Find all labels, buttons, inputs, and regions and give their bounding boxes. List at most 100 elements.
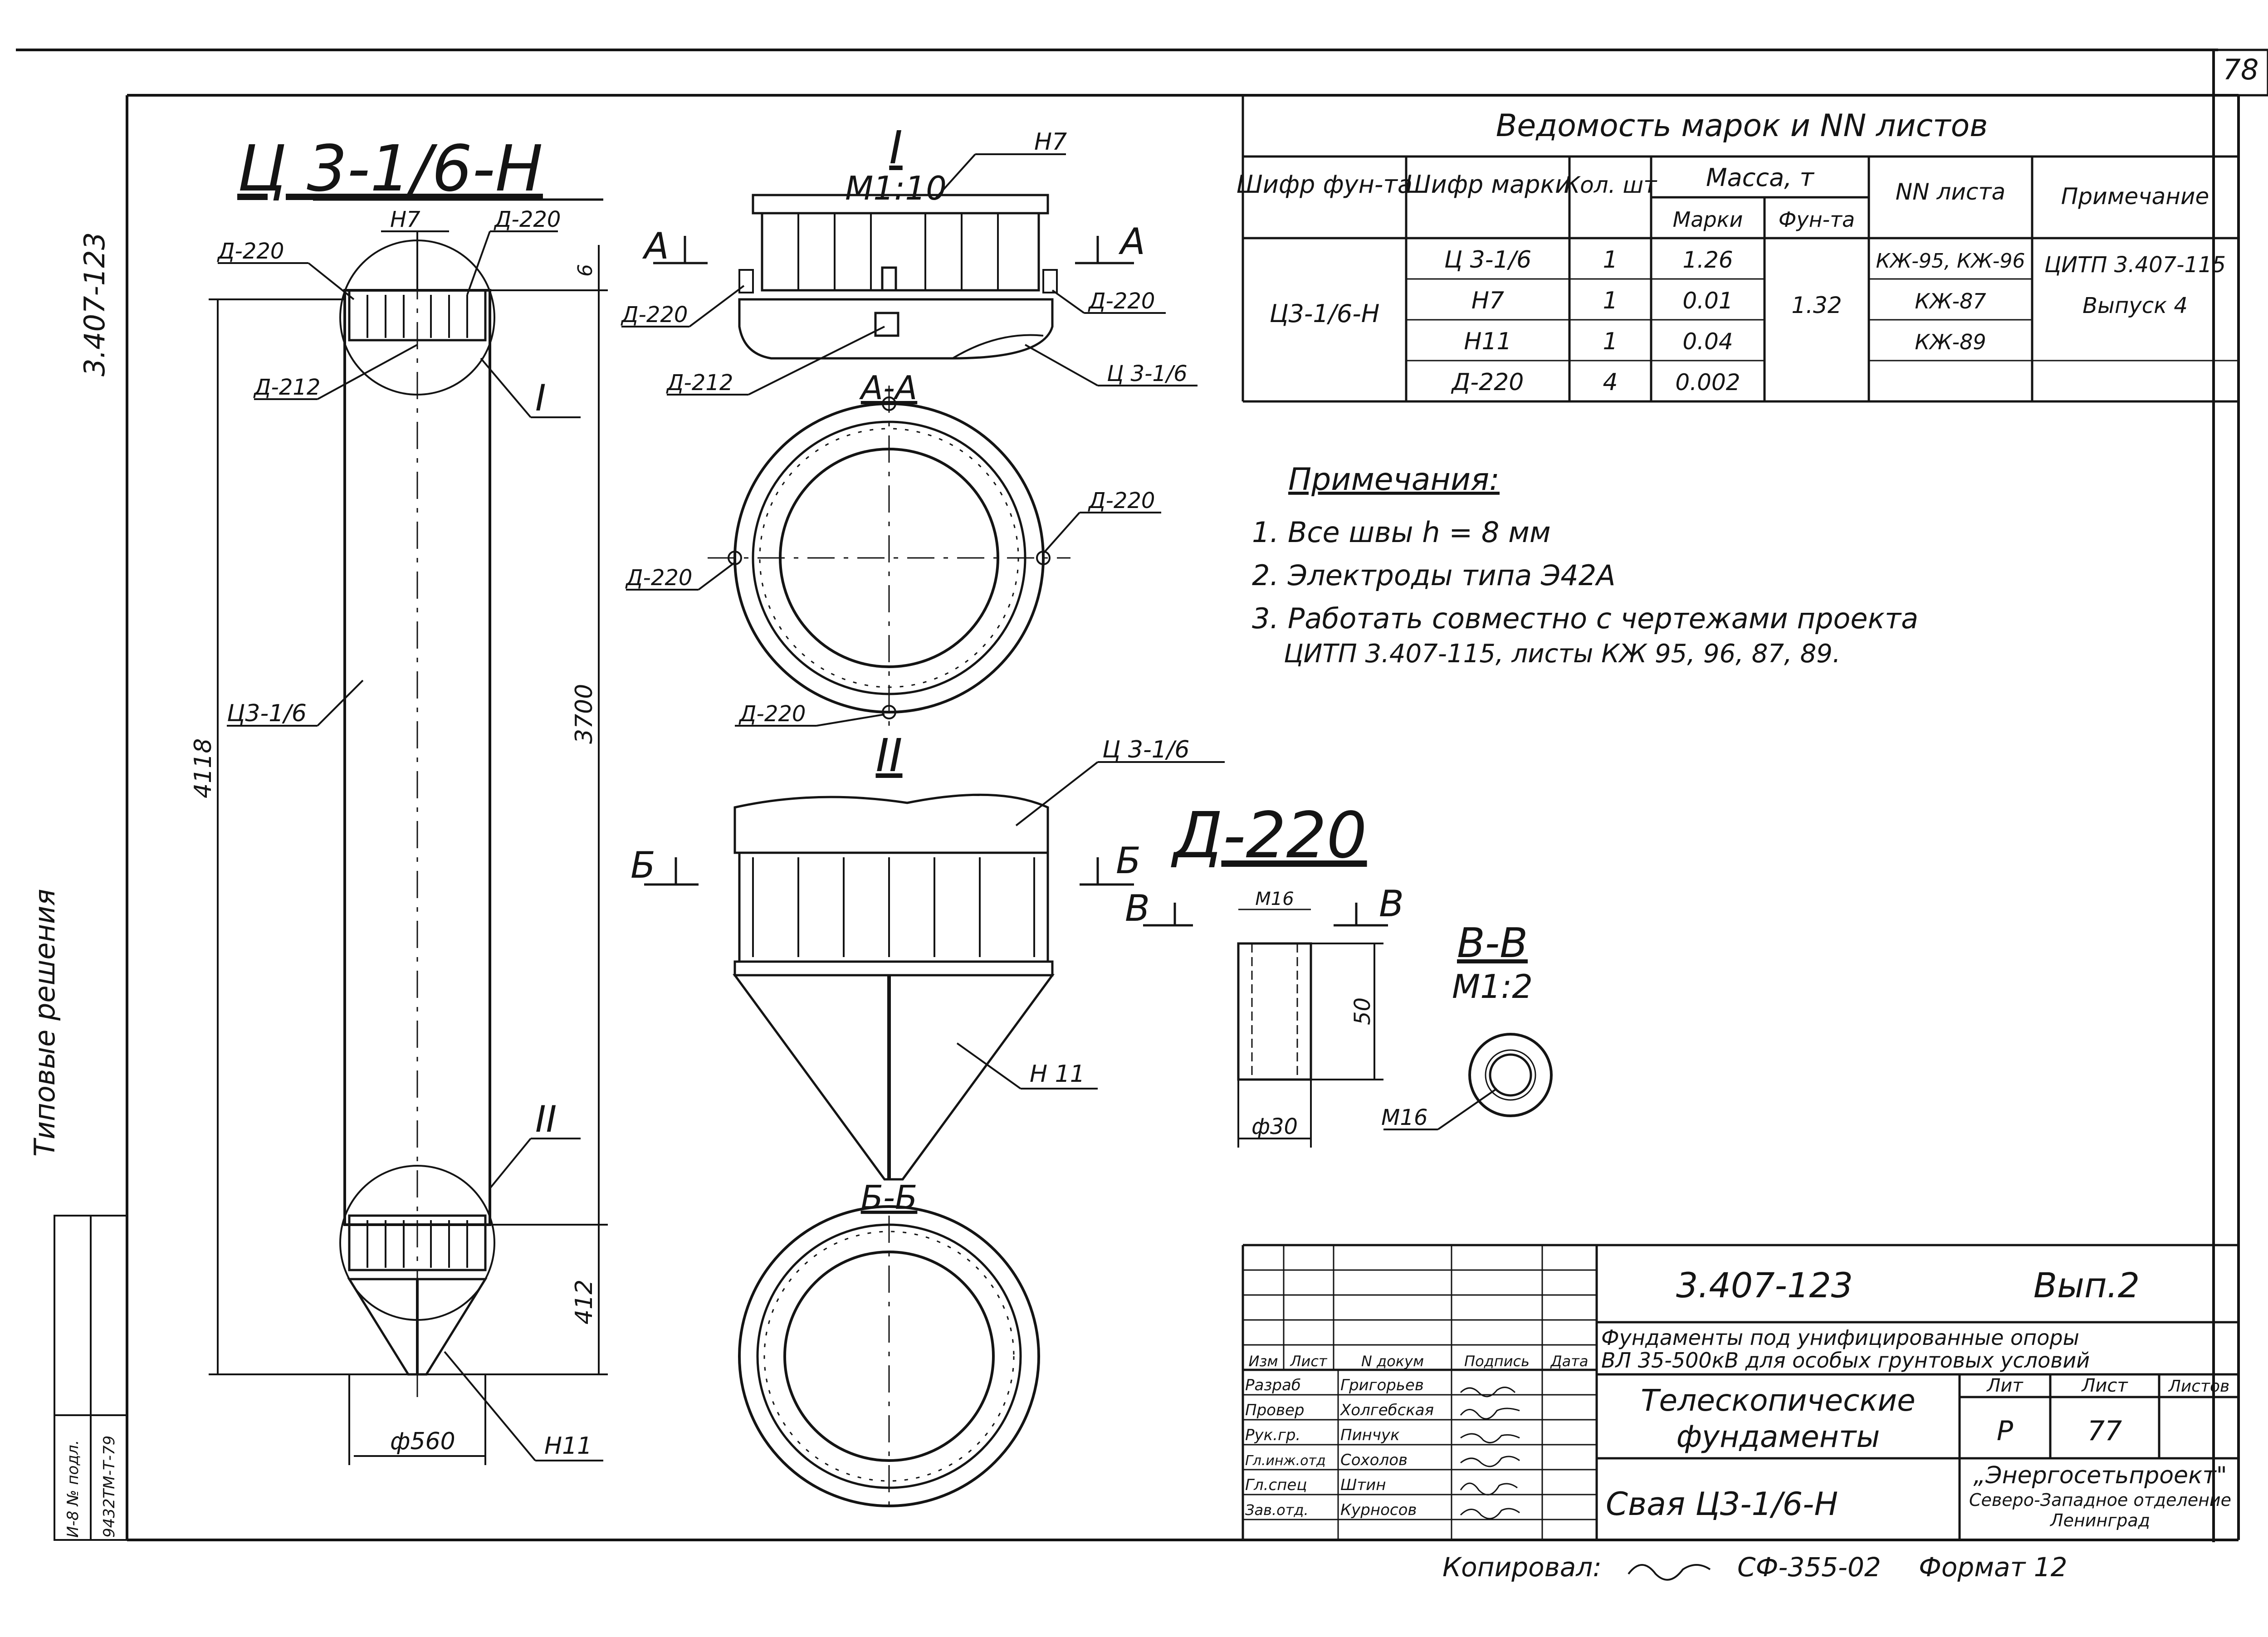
tb-sheet-value: 77 bbox=[2087, 1415, 2122, 1447]
detail-2-h11: Н 11 bbox=[1030, 1060, 1085, 1088]
detail-2-c3: Ц 3-1/6 bbox=[1102, 736, 1189, 763]
detail-2-cut-b-left: Б bbox=[631, 844, 655, 886]
stamp-line-1: И-8 № подл. bbox=[64, 1440, 82, 1538]
pile-node-2: II bbox=[535, 1098, 557, 1140]
d220-detail: Д-220 В В М16 50 ф30 bbox=[1125, 799, 1404, 1148]
schedule-note-line-2: Выпуск 4 bbox=[2082, 293, 2188, 318]
schedule-row-1-mass: 1.26 bbox=[1682, 247, 1733, 273]
detail-1-c3: Ц 3-1/6 bbox=[1107, 361, 1188, 386]
pile-label-d220-right: Д-220 bbox=[494, 207, 561, 232]
d220-m16-top: М16 bbox=[1255, 889, 1294, 909]
schedule-hdr-mass-fund: Фун-та bbox=[1779, 207, 1855, 232]
schedule-hdr-shifr-mark: Шифр марки bbox=[1405, 170, 1571, 199]
album-title-vertical: Типовые решения bbox=[28, 889, 61, 1157]
notes-item-2: 2. Электроды типа Э42А bbox=[1252, 559, 1616, 592]
tb-col-date: Дата bbox=[1550, 1353, 1589, 1370]
tb-issue: Вып.2 bbox=[2033, 1265, 2140, 1305]
tb-org-1: „Энергосетьпроект" bbox=[1973, 1462, 2227, 1489]
schedule-row-3-qty: 1 bbox=[1603, 328, 1618, 355]
schedule-row-1-sheet: КЖ-95, КЖ-96 bbox=[1876, 249, 2025, 273]
schedule-hdr-shifr-fund: Шифр фун-та bbox=[1237, 170, 1413, 199]
dim-body: 3700 bbox=[571, 684, 598, 744]
tb-lit-header: Лит bbox=[1986, 1375, 2024, 1396]
tb-col-list: Лист bbox=[1290, 1353, 1327, 1370]
detail-1-roman: I bbox=[889, 121, 903, 174]
section-bb: Б-Б bbox=[738, 1178, 1040, 1515]
pile-label-h11: Н11 bbox=[544, 1432, 592, 1460]
section-aa-d220-right: Д-220 bbox=[1088, 488, 1155, 513]
tb-role-4: Гл.инж.отд bbox=[1245, 1453, 1326, 1469]
schedule-row-4-mass: 0.002 bbox=[1675, 369, 1740, 396]
pile-label-h7: Н7 bbox=[390, 207, 420, 232]
section-vv-title: В-В bbox=[1457, 919, 1528, 967]
stamp-line-2: 9432ТМ-Т-79 bbox=[100, 1436, 118, 1538]
section-aa-d220-left: Д-220 bbox=[625, 565, 692, 591]
detail-1-d212: Д-212 bbox=[666, 370, 733, 396]
tb-code: 3.407-123 bbox=[1676, 1265, 1853, 1305]
footer-copied: Копировал: bbox=[1442, 1552, 1602, 1583]
section-aa-title: А-А bbox=[859, 369, 918, 407]
detail-1-cut-a-left: А bbox=[642, 225, 669, 267]
pile-general-view: Ц 3-1/6-Н bbox=[190, 132, 608, 1465]
tb-name-4: Сохолов bbox=[1340, 1451, 1408, 1469]
tb-lit-value: Р bbox=[1997, 1415, 2014, 1447]
schedule-fund-mass: 1.32 bbox=[1791, 292, 1842, 318]
tb-sheets-header: Листов bbox=[2168, 1377, 2229, 1396]
dim-top: 6 bbox=[574, 264, 597, 277]
section-vv: В-В М1:2 М16 bbox=[1381, 919, 1553, 1130]
schedule-table: Ведомость марок и NN листов Шифр фун-та … bbox=[1237, 95, 2239, 403]
notes-title: Примечания: bbox=[1288, 462, 1500, 498]
tb-name-6: Курносов bbox=[1340, 1501, 1417, 1519]
pile-label-d212: Д-212 bbox=[253, 375, 320, 400]
d220-cut-v-left: В bbox=[1125, 887, 1150, 929]
dim-diameter: ф560 bbox=[390, 1428, 455, 1455]
sheet-frame bbox=[16, 49, 2240, 1542]
schedule-hdr-note: Примечание bbox=[2061, 183, 2209, 210]
notes-item-1: 1. Все швы h = 8 мм bbox=[1252, 516, 1551, 549]
tb-org-2: Северо-Западное отделение bbox=[1969, 1490, 2231, 1510]
tb-subject-2: фундаменты bbox=[1677, 1419, 1880, 1454]
tb-org-3: Ленинград bbox=[2049, 1510, 2150, 1530]
tb-subject-1: Телескопические bbox=[1641, 1383, 1916, 1418]
schedule-row-2-sheet: КЖ-87 bbox=[1915, 289, 1986, 313]
tb-name-5: Штин bbox=[1340, 1476, 1386, 1494]
notes-item-3: 3. Работать совместно с чертежами проект… bbox=[1252, 602, 1918, 635]
tb-role-6: Зав.отд. bbox=[1245, 1501, 1309, 1519]
tb-project-2: ВЛ 35-500кВ для особых грунтовых условий bbox=[1601, 1348, 2090, 1373]
pile-view-title: Ц 3-1/6-Н bbox=[237, 132, 543, 206]
detail-1-d220-right: Д-220 bbox=[1088, 288, 1155, 314]
section-vv-scale: М1:2 bbox=[1452, 968, 1533, 1006]
tb-col-ndoc: N докум bbox=[1361, 1353, 1424, 1370]
tb-col-sign: Подпись bbox=[1464, 1353, 1530, 1370]
tb-sheet-name: Свая Ц3-1/6-Н bbox=[1606, 1486, 1838, 1523]
tb-role-2: Провер bbox=[1245, 1401, 1305, 1419]
tb-project-1: Фундаменты под унифицированные опоры bbox=[1601, 1325, 2079, 1350]
schedule-row-3-sheet: КЖ-89 bbox=[1915, 330, 1986, 354]
section-bb-title: Б-Б bbox=[861, 1178, 918, 1217]
schedule-hdr-qty: Кол. шт bbox=[1564, 172, 1658, 198]
detail-2: II Б Б Ц 3-1/6 Н 11 bbox=[631, 729, 1225, 1181]
tb-name-3: Пинчук bbox=[1340, 1426, 1400, 1444]
detail-2-roman: II bbox=[876, 729, 903, 782]
detail-1-cut-a-right: А bbox=[1118, 220, 1145, 263]
schedule-row-3-mass: 0.04 bbox=[1682, 328, 1733, 355]
schedule-row-1-qty: 1 bbox=[1603, 246, 1618, 274]
title-block: Изм Лист N докум Подпись Дата Разраб Гри… bbox=[1242, 1244, 2239, 1540]
schedule-row-3-mark: Н11 bbox=[1464, 328, 1511, 355]
tb-role-3: Рук.гр. bbox=[1245, 1426, 1300, 1444]
signatures bbox=[1460, 1387, 1520, 1520]
detail-1-d220-left: Д-220 bbox=[621, 302, 688, 327]
detail-1-scale: М1:10 bbox=[845, 169, 947, 207]
d220-height: 50 bbox=[1350, 997, 1375, 1025]
detail-1-h7: Н7 bbox=[1034, 128, 1067, 156]
d220-diameter: ф30 bbox=[1251, 1114, 1298, 1139]
pile-label-c3: Ц3-1/6 bbox=[227, 700, 307, 727]
pile-node-1: I bbox=[535, 377, 546, 419]
tb-name-2: Холгебская bbox=[1339, 1401, 1434, 1419]
section-aa-d220-bottom: Д-220 bbox=[738, 701, 806, 727]
schedule-row-4-qty: 4 bbox=[1603, 369, 1618, 396]
footer-format: Формат 12 bbox=[1919, 1552, 2068, 1583]
page-number-box bbox=[2212, 49, 2268, 97]
schedule-row-1-mark: Ц 3-1/6 bbox=[1444, 246, 1531, 274]
